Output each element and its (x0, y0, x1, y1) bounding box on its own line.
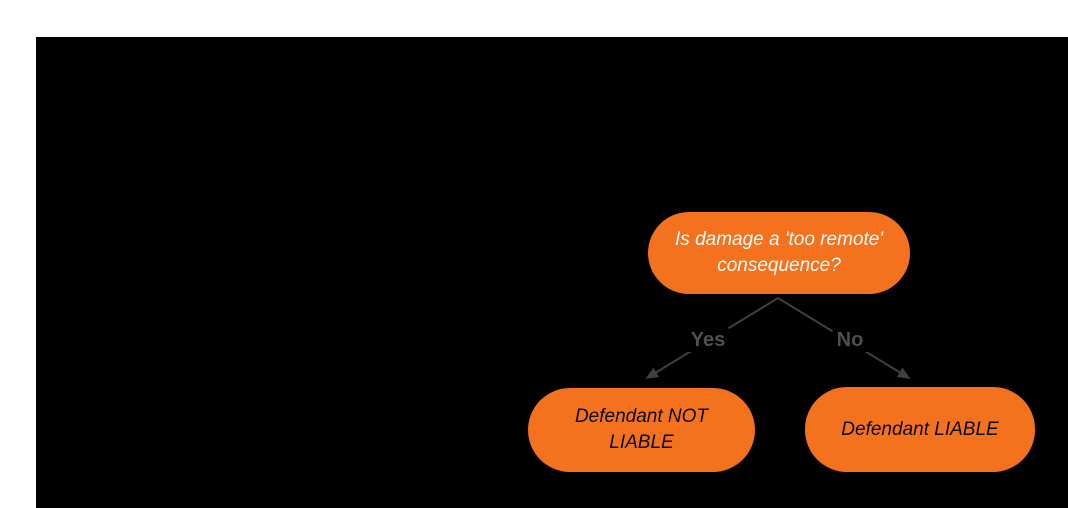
outcome-node-not-liable-label: Defendant NOT LIABLE (574, 406, 709, 453)
decision-node-label: Is damage a 'too remote' consequence? (675, 229, 883, 276)
outcome-node-liable: Defendant LIABLE (805, 387, 1035, 472)
edge-label-yes: Yes (686, 328, 730, 352)
outcome-node-not-liable: Defendant NOT LIABLE (528, 388, 755, 472)
outcome-node-liable-label: Defendant LIABLE (841, 418, 999, 440)
edge-label-no: No (832, 328, 868, 352)
diagram-stage: Is damage a 'too remote' consequence? Ye… (36, 37, 1068, 508)
decision-node-too-remote: Is damage a 'too remote' consequence? (648, 212, 910, 294)
